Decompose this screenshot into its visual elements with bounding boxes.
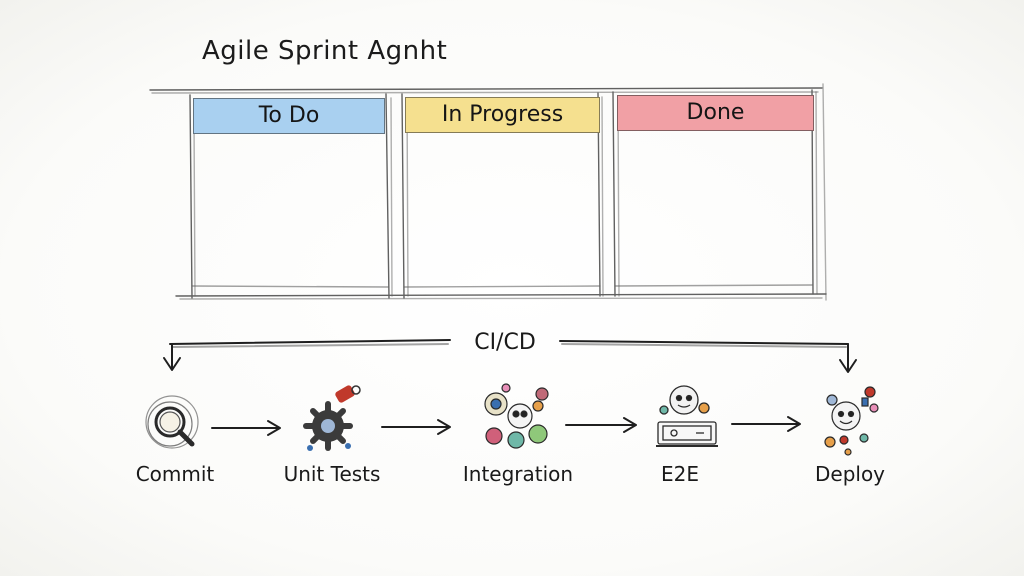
cicd-label: CI/CD: [474, 330, 536, 355]
column-header-in-progress: In Progress: [405, 97, 600, 133]
robot-monitor-icon: [656, 385, 718, 447]
gear-icon: [303, 385, 361, 451]
stage-label-unit-tests: Unit Tests: [283, 462, 381, 486]
puzzle-cluster-icon: [484, 383, 549, 449]
stage-label-integration: Integration: [462, 462, 574, 486]
column-header-done: Done: [617, 95, 814, 131]
diagram-title: Agile Sprint Agnht: [202, 36, 448, 66]
stage-label-commit: Commit: [135, 462, 215, 486]
rocket-icon: [824, 386, 879, 456]
cicd-bracket-left-line: [169, 339, 451, 345]
stage-label-deploy: Deploy: [814, 462, 886, 486]
magnifier-icon: [145, 395, 199, 449]
column-header-todo: To Do: [193, 98, 385, 134]
cicd-bracket-right-line: [559, 340, 849, 345]
stage-label-e2e: E2E: [661, 462, 699, 486]
